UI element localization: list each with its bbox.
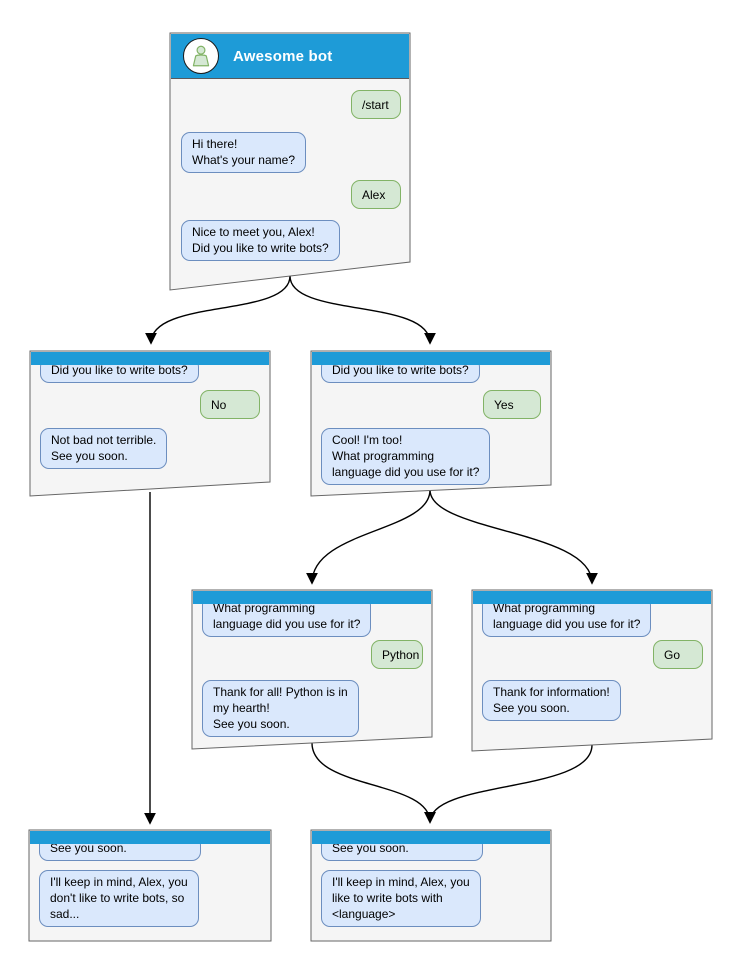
- chat-window-branch-yes: Did you like to write bots? Yes Cool! I'…: [311, 351, 551, 496]
- edge-yes-to-go: [429, 489, 598, 585]
- user-message-bubble: No: [200, 390, 260, 419]
- bot-message-bubble: Thank for information! See you soon.: [482, 680, 621, 721]
- bot-message-bubble: I'll keep in mind, Alex, you don't like …: [39, 870, 199, 927]
- bot-message-bubble: Hi there! What's your name?: [181, 132, 307, 173]
- bot-message-bubble: I'll keep in mind, Alex, you like to wri…: [321, 870, 481, 927]
- title-bar: [473, 591, 711, 604]
- title-bar: [193, 591, 431, 604]
- title-bar: [31, 352, 269, 365]
- edge-go-to-end: [424, 744, 593, 824]
- chat-window-end-yes: See you soon. I'll keep in mind, Alex, y…: [311, 830, 551, 941]
- chat-header: Awesome bot: [171, 34, 409, 79]
- title-bar: [312, 352, 550, 365]
- edge-yes-to-python: [306, 489, 431, 585]
- user-message-bubble: Python: [371, 640, 423, 669]
- user-message-bubble: Yes: [483, 390, 541, 419]
- bot-message-bubble: Cool! I'm too! What programming language…: [321, 428, 491, 485]
- bot-message-bubble: Thank for all! Python is in my hearth! S…: [202, 680, 359, 737]
- edge-python-to-end: [311, 742, 436, 824]
- chat-window-end-no: See you soon. I'll keep in mind, Alex, y…: [29, 830, 271, 941]
- title-bar: [30, 831, 270, 844]
- bot-title: Awesome bot: [233, 47, 333, 65]
- user-avatar-icon: [183, 38, 219, 74]
- user-message-bubble: /start: [351, 90, 401, 119]
- bot-message-bubble: Not bad not terrible. See you soon.: [40, 428, 168, 469]
- bot-message-bubble: Nice to meet you, Alex! Did you like to …: [181, 220, 340, 261]
- edge-main-to-no: [145, 275, 291, 345]
- chat-window-branch-go: What programming language did you use fo…: [472, 590, 712, 751]
- user-message-bubble: Go: [653, 640, 703, 669]
- user-message-bubble: Alex: [351, 180, 401, 209]
- chat-window-branch-python: What programming language did you use fo…: [192, 590, 432, 749]
- chat-window-main: Awesome bot /start Hi there! What's your…: [170, 33, 410, 290]
- title-bar: [312, 831, 550, 844]
- edge-main-to-yes: [289, 275, 436, 345]
- chat-window-branch-no: Did you like to write bots? No Not bad n…: [30, 351, 270, 496]
